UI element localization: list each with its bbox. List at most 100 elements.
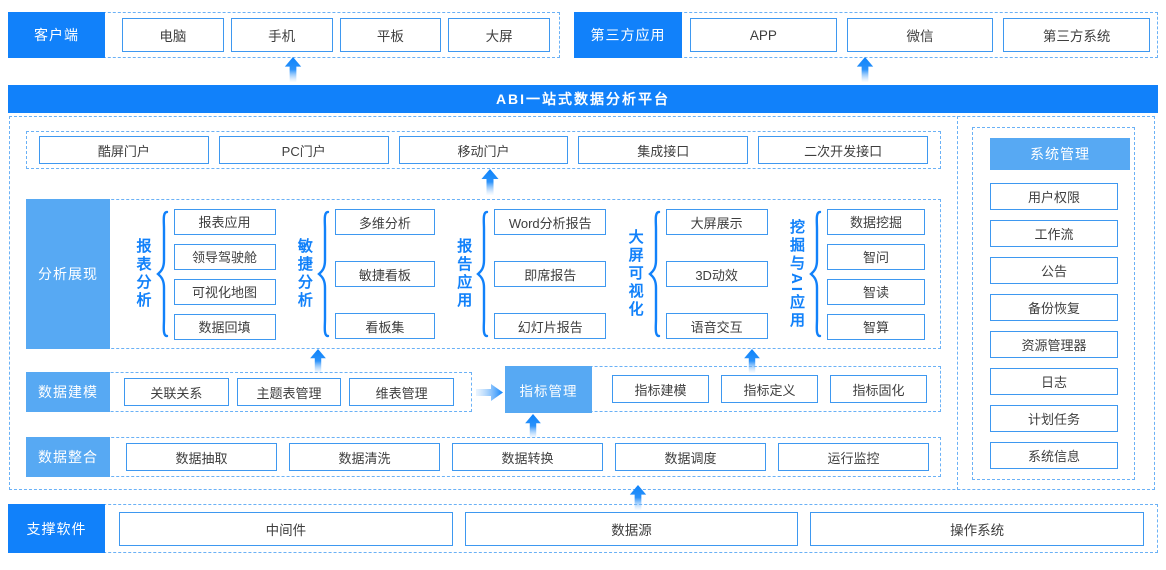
third-party-app-box: 微信 — [846, 18, 994, 52]
up-arrow-icon — [856, 57, 874, 82]
sidebar-item: 日志 — [990, 368, 1118, 395]
brace-icon — [476, 210, 489, 338]
up-arrow-icon — [629, 485, 647, 510]
platform-dashed-frame — [9, 116, 1155, 490]
sidebar-item: 备份恢复 — [990, 294, 1118, 321]
feature-box: 即席报告 — [494, 261, 607, 287]
modeling-box: 关联关系 — [124, 378, 229, 406]
up-arrow-icon — [481, 169, 499, 195]
analysis-group-title: 大屏可视化 — [626, 229, 644, 319]
third-party-apps-row: APP 微信 第三方系统 — [682, 12, 1158, 58]
feature-box: 智读 — [827, 278, 925, 305]
indicator-box: 指标定义 — [721, 375, 818, 403]
feature-box: 数据挖掘 — [827, 208, 925, 235]
brace-icon — [809, 210, 822, 338]
sidebar-item: 工作流 — [990, 220, 1118, 247]
support-items-row: 中间件 数据源 操作系统 — [105, 504, 1158, 553]
feature-box: 语音交互 — [665, 313, 768, 339]
sidebar-dashed-frame — [972, 127, 1135, 480]
portal-box: 移动门户 — [398, 136, 569, 164]
feature-box: 智算 — [827, 313, 925, 340]
analysis-group-ai: 挖掘与AI应用 数据挖掘 智问 智读 智算 — [788, 208, 925, 340]
feature-box: Word分析报告 — [494, 209, 607, 235]
modeling-box: 主题表管理 — [236, 378, 342, 406]
analysis-group-title: 报告应用 — [455, 238, 473, 310]
feature-box: 报表应用 — [173, 208, 276, 235]
support-box: 中间件 — [119, 511, 453, 546]
brace-icon — [647, 210, 660, 338]
modeling-items-row: 关联关系 主题表管理 维表管理 — [114, 372, 464, 412]
feature-box: 大屏展示 — [665, 209, 768, 235]
modeling-section-label: 数据建模 — [26, 372, 110, 412]
feature-box: 幻灯片报告 — [494, 313, 607, 339]
portal-box: 酷屏门户 — [39, 136, 209, 164]
integration-box: 数据抽取 — [126, 443, 277, 471]
feature-box: 看板集 — [334, 313, 435, 339]
support-section-label: 支撑软件 — [8, 504, 105, 553]
brace-icon — [155, 210, 168, 338]
indicator-box: 指标固化 — [830, 375, 927, 403]
third-party-app-box: 第三方系统 — [1003, 18, 1151, 52]
analysis-group-bigscreen: 大屏可视化 大屏展示 3D动效 语音交互 — [626, 209, 768, 339]
integration-section-label: 数据整合 — [26, 437, 110, 477]
analysis-section-label: 分析展现 — [26, 199, 110, 349]
feature-box: 敏捷看板 — [334, 261, 435, 287]
third-party-app-box: APP — [690, 18, 837, 52]
content-sidebar-divider — [957, 116, 958, 490]
indicator-box: 指标建模 — [612, 375, 709, 403]
portals-row: 酷屏门户 PC门户 移动门户 集成接口 二次开发接口 — [26, 131, 941, 169]
feature-box: 可视化地图 — [173, 278, 276, 305]
analysis-group-title: 挖掘与AI应用 — [788, 218, 805, 330]
indicator-manage-box: 指标管理 — [505, 366, 592, 413]
client-device-box: 大屏 — [448, 18, 550, 52]
analysis-group-title: 报表分析 — [134, 238, 152, 310]
analysis-groups: 报表分析 报表应用 领导驾驶舱 可视化地图 数据回填 敏捷分析 多维分析 敏捷看… — [118, 199, 941, 349]
third-party-section-label: 第三方应用 — [574, 12, 682, 58]
up-arrow-icon — [284, 57, 302, 82]
modeling-box: 维表管理 — [349, 378, 455, 406]
analysis-item-column: Word分析报告 即席报告 幻灯片报告 — [494, 209, 607, 339]
sidebar-title: 系统管理 — [990, 138, 1130, 170]
analysis-group-agile: 敏捷分析 多维分析 敏捷看板 看板集 — [295, 209, 435, 339]
sidebar-item: 资源管理器 — [990, 331, 1118, 358]
sidebar-item: 计划任务 — [990, 405, 1118, 432]
portal-box: PC门户 — [218, 136, 389, 164]
feature-box: 多维分析 — [334, 209, 435, 235]
sidebar-item: 用户权限 — [990, 183, 1118, 210]
support-box: 数据源 — [464, 511, 799, 546]
platform-banner: ABI一站式数据分析平台 — [8, 85, 1158, 113]
analysis-group-report: 报表分析 报表应用 领导驾驶舱 可视化地图 数据回填 — [134, 208, 276, 340]
analysis-group-report-app: 报告应用 Word分析报告 即席报告 幻灯片报告 — [455, 209, 607, 339]
up-arrow-icon — [744, 349, 760, 373]
client-device-box: 电脑 — [122, 18, 224, 52]
feature-box: 领导驾驶舱 — [173, 243, 276, 270]
client-devices-row: 电脑 手机 平板 大屏 — [112, 12, 560, 58]
support-box: 操作系统 — [810, 511, 1145, 546]
integration-box: 数据转换 — [452, 443, 603, 471]
up-arrow-icon — [525, 414, 541, 438]
right-arrow-icon — [476, 384, 503, 401]
up-arrow-icon — [310, 349, 326, 373]
indicator-items-row: 指标建模 指标定义 指标固化 — [598, 366, 941, 412]
sidebar-items: 用户权限 工作流 公告 备份恢复 资源管理器 日志 计划任务 系统信息 — [990, 183, 1118, 469]
analysis-item-column: 报表应用 领导驾驶舱 可视化地图 数据回填 — [173, 208, 276, 340]
portal-box: 二次开发接口 — [758, 136, 928, 164]
integration-box: 运行监控 — [778, 443, 929, 471]
analysis-group-title: 敏捷分析 — [295, 238, 313, 310]
client-section-label: 客户端 — [8, 12, 105, 58]
feature-box: 3D动效 — [665, 261, 768, 287]
client-device-box: 平板 — [339, 18, 442, 52]
portal-box: 集成接口 — [578, 136, 749, 164]
integration-box: 数据清洗 — [289, 443, 440, 471]
analysis-item-column: 大屏展示 3D动效 语音交互 — [665, 209, 768, 339]
feature-box: 数据回填 — [173, 313, 276, 340]
brace-icon — [317, 210, 330, 338]
client-device-box: 手机 — [230, 18, 333, 52]
feature-box: 智问 — [827, 243, 925, 270]
analysis-item-column: 多维分析 敏捷看板 看板集 — [334, 209, 435, 339]
sidebar-item: 公告 — [990, 257, 1118, 284]
sidebar-item: 系统信息 — [990, 442, 1118, 469]
integration-items-row: 数据抽取 数据清洗 数据转换 数据调度 运行监控 — [114, 437, 941, 477]
integration-box: 数据调度 — [615, 443, 766, 471]
